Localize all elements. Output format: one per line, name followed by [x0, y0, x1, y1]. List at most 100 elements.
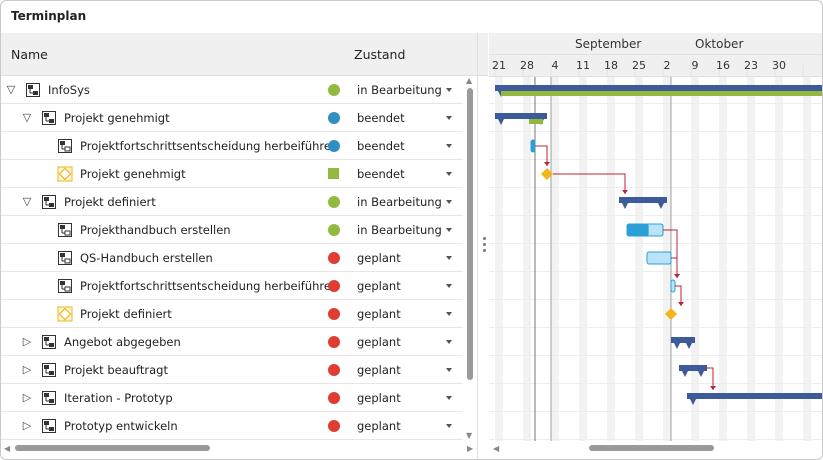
weekend-shade: [719, 77, 727, 441]
status-dropdown-arrow-icon[interactable]: [446, 312, 452, 316]
status-dropdown-arrow-icon[interactable]: [446, 340, 452, 344]
row-status: in Bearbeitung: [357, 83, 442, 97]
status-dropdown-arrow-icon[interactable]: [446, 256, 452, 260]
summary-bar[interactable]: [687, 393, 823, 399]
row-status: geplant: [357, 363, 401, 377]
day-label: 28: [520, 59, 534, 72]
day-label: 16: [716, 59, 730, 72]
milestone-marker[interactable]: [541, 168, 553, 180]
splitter-grip-icon: [483, 237, 486, 240]
expand-triangle-icon[interactable]: ▷: [22, 391, 32, 404]
window-title: Terminplan: [11, 9, 87, 23]
table-row[interactable]: ▽ Projekt definiert in Bearbeitung: [1, 188, 463, 216]
row-status: beendet: [357, 139, 405, 153]
summary-start-cap: [671, 337, 683, 349]
status-dot-icon: [328, 140, 340, 152]
summary-start-cap: [687, 393, 699, 405]
day-label: 4: [552, 59, 559, 72]
expand-triangle-icon[interactable]: ▷: [22, 335, 32, 348]
table-horizontal-scroll-thumb[interactable]: [15, 445, 210, 451]
milestone-marker[interactable]: [665, 308, 677, 320]
scroll-up-arrow-icon[interactable]: ▲: [466, 76, 473, 85]
weekend-shade: [691, 77, 699, 441]
status-dropdown-arrow-icon[interactable]: [446, 368, 452, 372]
weekend-shade: [803, 77, 811, 441]
weekend-shade: [495, 77, 503, 441]
task-bar[interactable]: [670, 279, 676, 293]
status-dropdown-arrow-icon[interactable]: [446, 200, 452, 204]
day-label: 11: [576, 59, 590, 72]
task-bar[interactable]: [646, 251, 672, 265]
month-label: Oktober: [695, 37, 743, 51]
vertical-scroll-thumb[interactable]: [467, 88, 473, 380]
status-dropdown-arrow-icon[interactable]: [446, 424, 452, 428]
table-row[interactable]: Projektfortschrittsentscheidung herbeifü…: [1, 272, 463, 300]
table-header: Name Zustand: [1, 33, 488, 76]
splitter-grip-icon: [483, 249, 486, 252]
dependency-arrow-icon: [674, 274, 680, 278]
status-dot-icon: [328, 420, 340, 432]
row-name: Projekt genehmigt: [64, 111, 170, 125]
row-status: in Bearbeitung: [357, 195, 442, 209]
summary-bar[interactable]: [679, 365, 707, 371]
status-square-icon: [328, 168, 339, 179]
collapse-triangle-icon[interactable]: ▽: [22, 111, 32, 124]
status-dropdown-arrow-icon[interactable]: [446, 144, 452, 148]
gantt-horizontal-scrollbar[interactable]: ◀: [489, 441, 822, 457]
scroll-left-arrow-icon[interactable]: ◀: [4, 444, 11, 453]
collapse-triangle-icon[interactable]: ▽: [22, 195, 32, 208]
status-dot-icon: [328, 224, 340, 236]
row-status: geplant: [357, 307, 401, 321]
project-icon: [41, 390, 57, 406]
gantt-horizontal-scroll-thumb[interactable]: [589, 445, 714, 451]
project-icon: [25, 82, 41, 98]
month-label: September: [575, 37, 641, 51]
column-header-name[interactable]: Name: [11, 47, 48, 62]
scroll-right-arrow-icon[interactable]: ▶: [467, 444, 474, 453]
status-dropdown-arrow-icon[interactable]: [446, 116, 452, 120]
summary-bar[interactable]: [671, 337, 695, 343]
scroll-down-arrow-icon[interactable]: ▼: [466, 431, 473, 440]
status-dropdown-arrow-icon[interactable]: [446, 88, 452, 92]
expand-triangle-icon[interactable]: ▷: [22, 363, 32, 376]
status-dropdown-arrow-icon[interactable]: [446, 172, 452, 176]
table-horizontal-scrollbar[interactable]: ◀ ▶: [1, 441, 477, 457]
status-dot-icon: [328, 392, 340, 404]
pane-splitter[interactable]: [477, 33, 489, 459]
status-dropdown-arrow-icon[interactable]: [446, 396, 452, 400]
task-icon: [57, 278, 73, 294]
summary-start-cap: [495, 113, 507, 125]
progress-bar: [529, 119, 543, 124]
table-row[interactable]: Projektfortschrittsentscheidung herbeifü…: [1, 132, 463, 160]
status-dropdown-arrow-icon[interactable]: [446, 228, 452, 232]
summary-bar[interactable]: [495, 85, 823, 91]
column-header-status[interactable]: Zustand: [354, 47, 406, 62]
dependency-link: [671, 257, 678, 278]
weekend-shade: [747, 77, 755, 441]
progress-bar: [501, 91, 822, 96]
status-dropdown-arrow-icon[interactable]: [446, 284, 452, 288]
gantt-scroll-left-arrow-icon[interactable]: ◀: [493, 444, 500, 453]
row-name: Prototyp entwickeln: [64, 419, 178, 433]
project-icon: [41, 194, 57, 210]
expand-triangle-icon[interactable]: ▷: [22, 419, 32, 432]
row-status: geplant: [357, 335, 401, 349]
status-dot-icon: [328, 112, 340, 124]
summary-bar[interactable]: [619, 197, 667, 203]
summary-bar[interactable]: [495, 113, 547, 119]
collapse-triangle-icon[interactable]: ▽: [6, 83, 16, 96]
vertical-scrollbar[interactable]: ▲ ▼: [463, 76, 477, 441]
row-name: Iteration - Prototyp: [64, 391, 173, 405]
row-name: Projekt definiert: [64, 195, 156, 209]
